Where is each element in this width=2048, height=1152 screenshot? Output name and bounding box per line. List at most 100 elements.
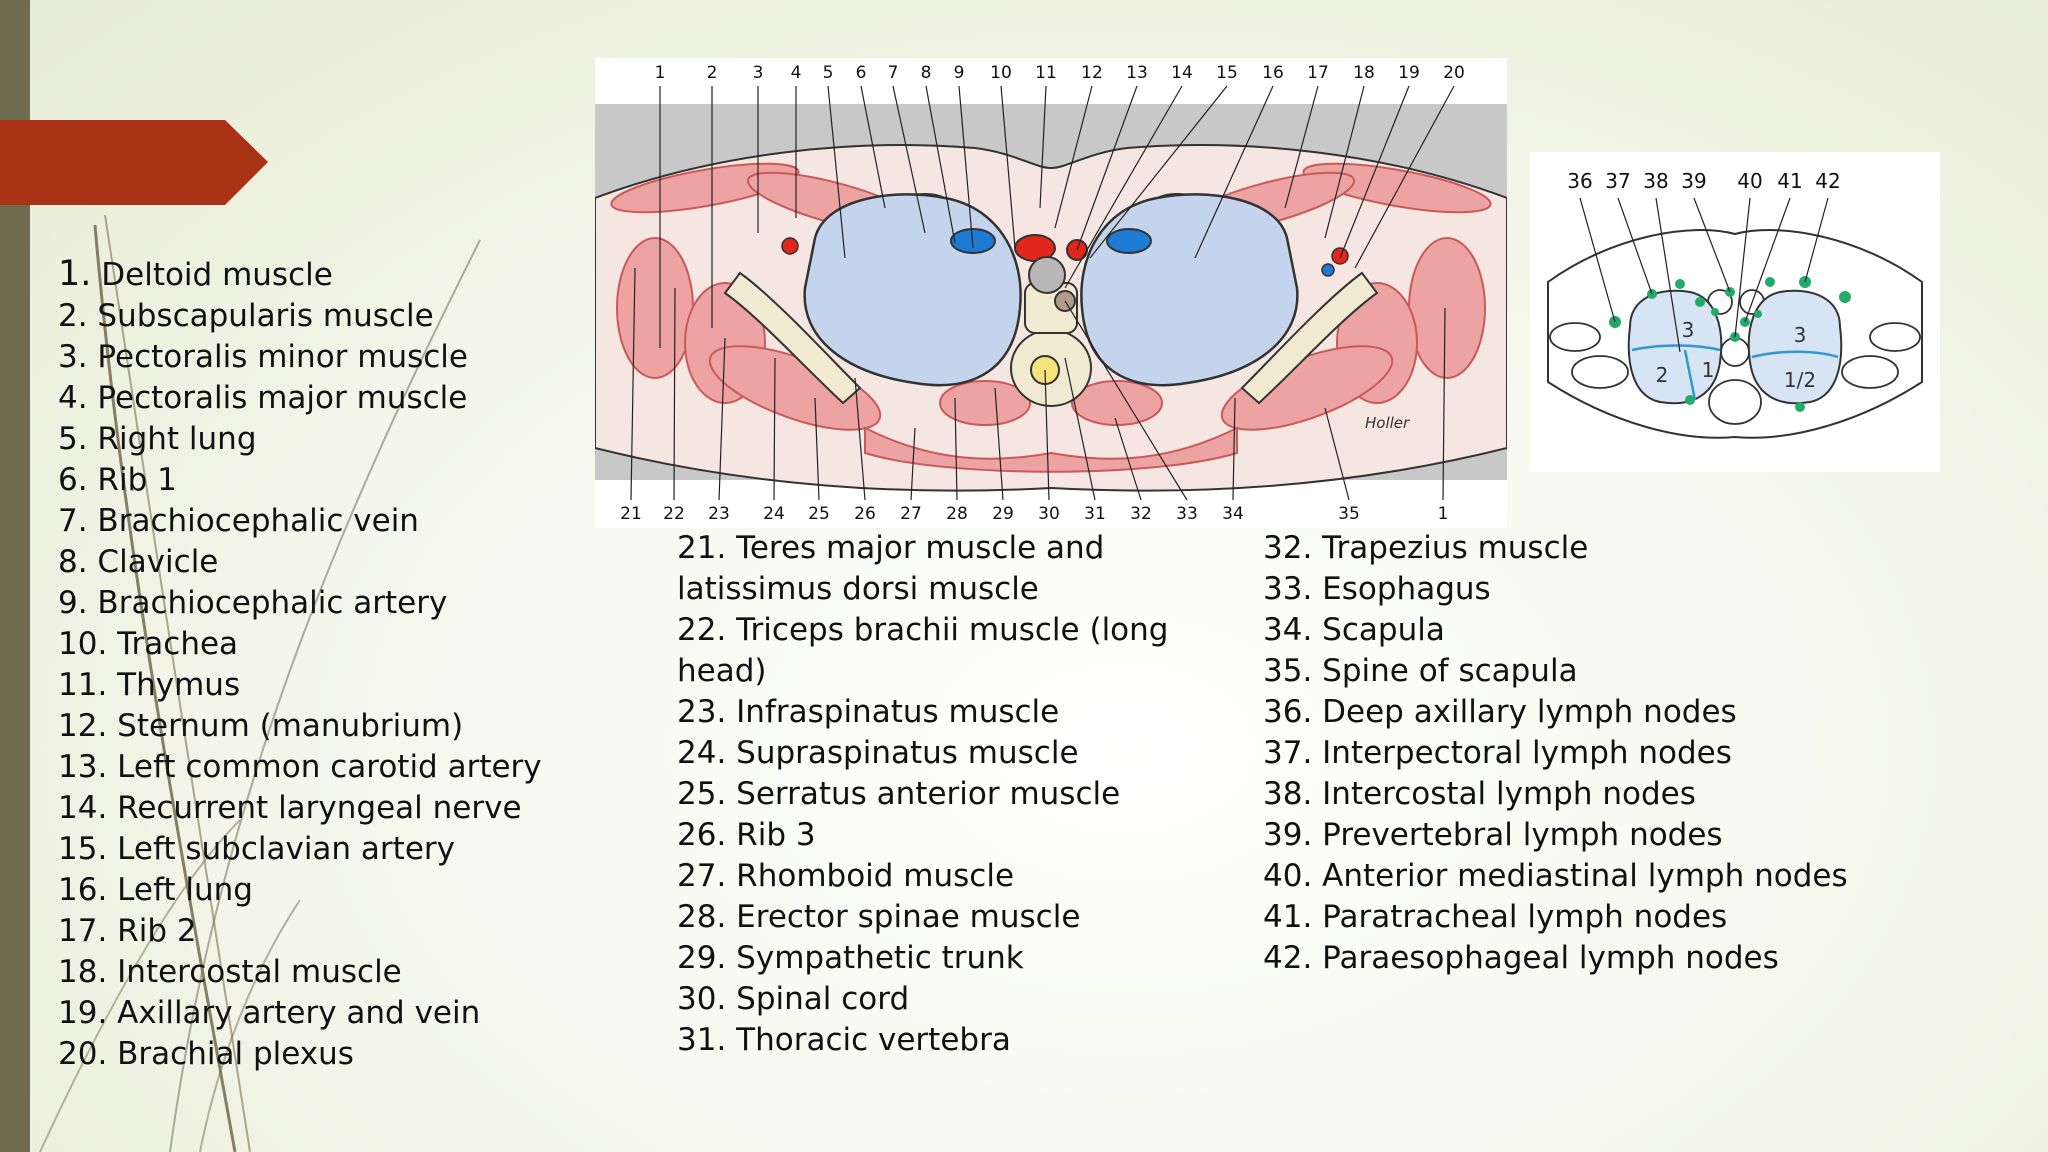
bottom-number-label: 30 bbox=[1038, 504, 1060, 524]
legend-item-number: 30. bbox=[677, 981, 727, 1017]
legend-item-label: Left lung bbox=[107, 872, 253, 908]
top-number-label: 1 bbox=[655, 63, 666, 83]
top-number-label: 15 bbox=[1216, 63, 1238, 83]
legend-item-number: 33. bbox=[1263, 571, 1313, 607]
legend-item-label: Interpectoral lymph nodes bbox=[1312, 735, 1732, 771]
bottom-leader-lines bbox=[630, 267, 1446, 501]
legend-item: 12. Sternum (manubrium) bbox=[58, 706, 542, 747]
legend-item-number: 7. bbox=[58, 503, 88, 539]
leader-line bbox=[1655, 197, 1681, 353]
legend-item: 14. Recurrent laryngeal nerve bbox=[58, 788, 542, 829]
leader-line bbox=[958, 85, 974, 249]
legend-item: 8. Clavicle bbox=[58, 542, 542, 583]
leader-line bbox=[892, 85, 926, 234]
top-leader-lines bbox=[659, 85, 1455, 348]
legend-item: 21. Teres major muscle and latissimus do… bbox=[677, 528, 1197, 610]
legend-item-label: Trapezius muscle bbox=[1312, 530, 1589, 566]
illustrator-signature: Holler bbox=[1365, 414, 1410, 432]
leader-line bbox=[1804, 197, 1829, 283]
legend-item-number: 39. bbox=[1263, 817, 1313, 853]
legend-item-label: Intercostal muscle bbox=[107, 954, 402, 990]
legend-item: 30. Spinal cord bbox=[677, 979, 1197, 1020]
top-number-label: 8 bbox=[921, 63, 932, 83]
legend-item: 15. Left subclavian artery bbox=[58, 829, 542, 870]
legend-item-label: Supraspinatus muscle bbox=[726, 735, 1079, 771]
legend-item: 41. Paratracheal lymph nodes bbox=[1263, 897, 1848, 938]
top-number-label: 10 bbox=[990, 63, 1012, 83]
top-number-label: 6 bbox=[856, 63, 867, 83]
legend-item: 34. Scapula bbox=[1263, 610, 1848, 651]
legend-item-number: 28. bbox=[677, 899, 727, 935]
inset-number-label: 40 bbox=[1737, 169, 1762, 193]
leader-line bbox=[814, 397, 820, 501]
legend-item: 19. Axillary artery and vein bbox=[58, 993, 542, 1034]
legend-item-label: Intercostal lymph nodes bbox=[1312, 776, 1696, 812]
legend-item: 31. Thoracic vertebra bbox=[677, 1020, 1197, 1061]
leader-line bbox=[1000, 85, 1016, 249]
bottom-number-label: 24 bbox=[763, 504, 785, 524]
leader-line bbox=[1064, 85, 1183, 289]
legend-item-number: 19. bbox=[58, 995, 108, 1031]
leader-line bbox=[1044, 369, 1050, 501]
legend-item-label: Sympathetic trunk bbox=[726, 940, 1024, 976]
legend-item-number: 38. bbox=[1263, 776, 1313, 812]
inset-zone-label: 3 bbox=[1794, 323, 1807, 347]
legend-item-label: Right lung bbox=[87, 421, 257, 457]
legend-item-number: 32. bbox=[1263, 530, 1313, 566]
top-number-label: 19 bbox=[1398, 63, 1420, 83]
legend-item-number: 37. bbox=[1263, 735, 1313, 771]
leader-line bbox=[827, 85, 846, 259]
legend-item-label: Infraspinatus muscle bbox=[726, 694, 1060, 730]
inset-number-label: 36 bbox=[1567, 169, 1592, 193]
legend-item-label: Rib 3 bbox=[726, 817, 816, 853]
inset-number-label: 41 bbox=[1777, 169, 1802, 193]
legend-item-label: Serratus anterior muscle bbox=[726, 776, 1121, 812]
top-number-label: 7 bbox=[888, 63, 899, 83]
legend-item-number: 6. bbox=[58, 462, 88, 498]
inset-zone-label: 2 bbox=[1656, 363, 1669, 387]
trachea bbox=[1028, 256, 1066, 294]
legend-item: 25. Serratus anterior muscle bbox=[677, 774, 1197, 815]
legend-item-number: 15. bbox=[58, 831, 108, 867]
legend-item-number: 2. bbox=[58, 298, 88, 334]
leader-line bbox=[1693, 197, 1731, 293]
legend-item-label: Spine of scapula bbox=[1312, 653, 1578, 689]
bottom-number-label: 31 bbox=[1084, 504, 1106, 524]
legend-item: 20. Brachial plexus bbox=[58, 1034, 542, 1075]
legend-item: 39. Prevertebral lymph nodes bbox=[1263, 815, 1848, 856]
inset-number-label: 38 bbox=[1643, 169, 1668, 193]
legend-item: 36. Deep axillary lymph nodes bbox=[1263, 692, 1848, 733]
legend-item: 13. Left common carotid artery bbox=[58, 747, 542, 788]
top-number-label: 3 bbox=[753, 63, 764, 83]
bottom-number-label: 27 bbox=[900, 504, 922, 524]
legend-item-label: Pectoralis major muscle bbox=[87, 380, 468, 416]
zone-line-right bbox=[1631, 344, 1721, 352]
legend-item-label: Axillary artery and vein bbox=[107, 995, 481, 1031]
legend-item: 5. Right lung bbox=[58, 419, 542, 460]
bottom-number-label: 35 bbox=[1338, 504, 1360, 524]
legend-item: 40. Anterior mediastinal lymph nodes bbox=[1263, 856, 1848, 897]
inset-number-label: 39 bbox=[1681, 169, 1706, 193]
legend-item-number: 21. bbox=[677, 530, 727, 566]
top-number-label: 16 bbox=[1262, 63, 1284, 83]
inset-left-lung bbox=[1747, 289, 1843, 405]
legend-item-label: Teres major muscle and latissimus dorsi … bbox=[677, 530, 1105, 607]
leader-line bbox=[1054, 85, 1093, 229]
legend-item: 17. Rib 2 bbox=[58, 911, 542, 952]
brachiocephalic-vein-left bbox=[1106, 228, 1152, 254]
top-number-label: 9 bbox=[954, 63, 965, 83]
legend-item-number: 13. bbox=[58, 749, 108, 785]
legend-item-number: 25. bbox=[677, 776, 727, 812]
legend-item-number: 5. bbox=[58, 421, 88, 457]
zone-line-right-vertical bbox=[1683, 349, 1697, 401]
legend-item-label: Thoracic vertebra bbox=[726, 1022, 1011, 1058]
legend-item: 29. Sympathetic trunk bbox=[677, 938, 1197, 979]
legend-item: 37. Interpectoral lymph nodes bbox=[1263, 733, 1848, 774]
legend-item: 7. Brachiocephalic vein bbox=[58, 501, 542, 542]
legend-item-number: 17. bbox=[58, 913, 108, 949]
legend-item-label: Deltoid muscle bbox=[91, 257, 333, 293]
legend-item: 24. Supraspinatus muscle bbox=[677, 733, 1197, 774]
legend-item-number: 41. bbox=[1263, 899, 1313, 935]
legend-item: 42. Paraesophageal lymph nodes bbox=[1263, 938, 1848, 979]
